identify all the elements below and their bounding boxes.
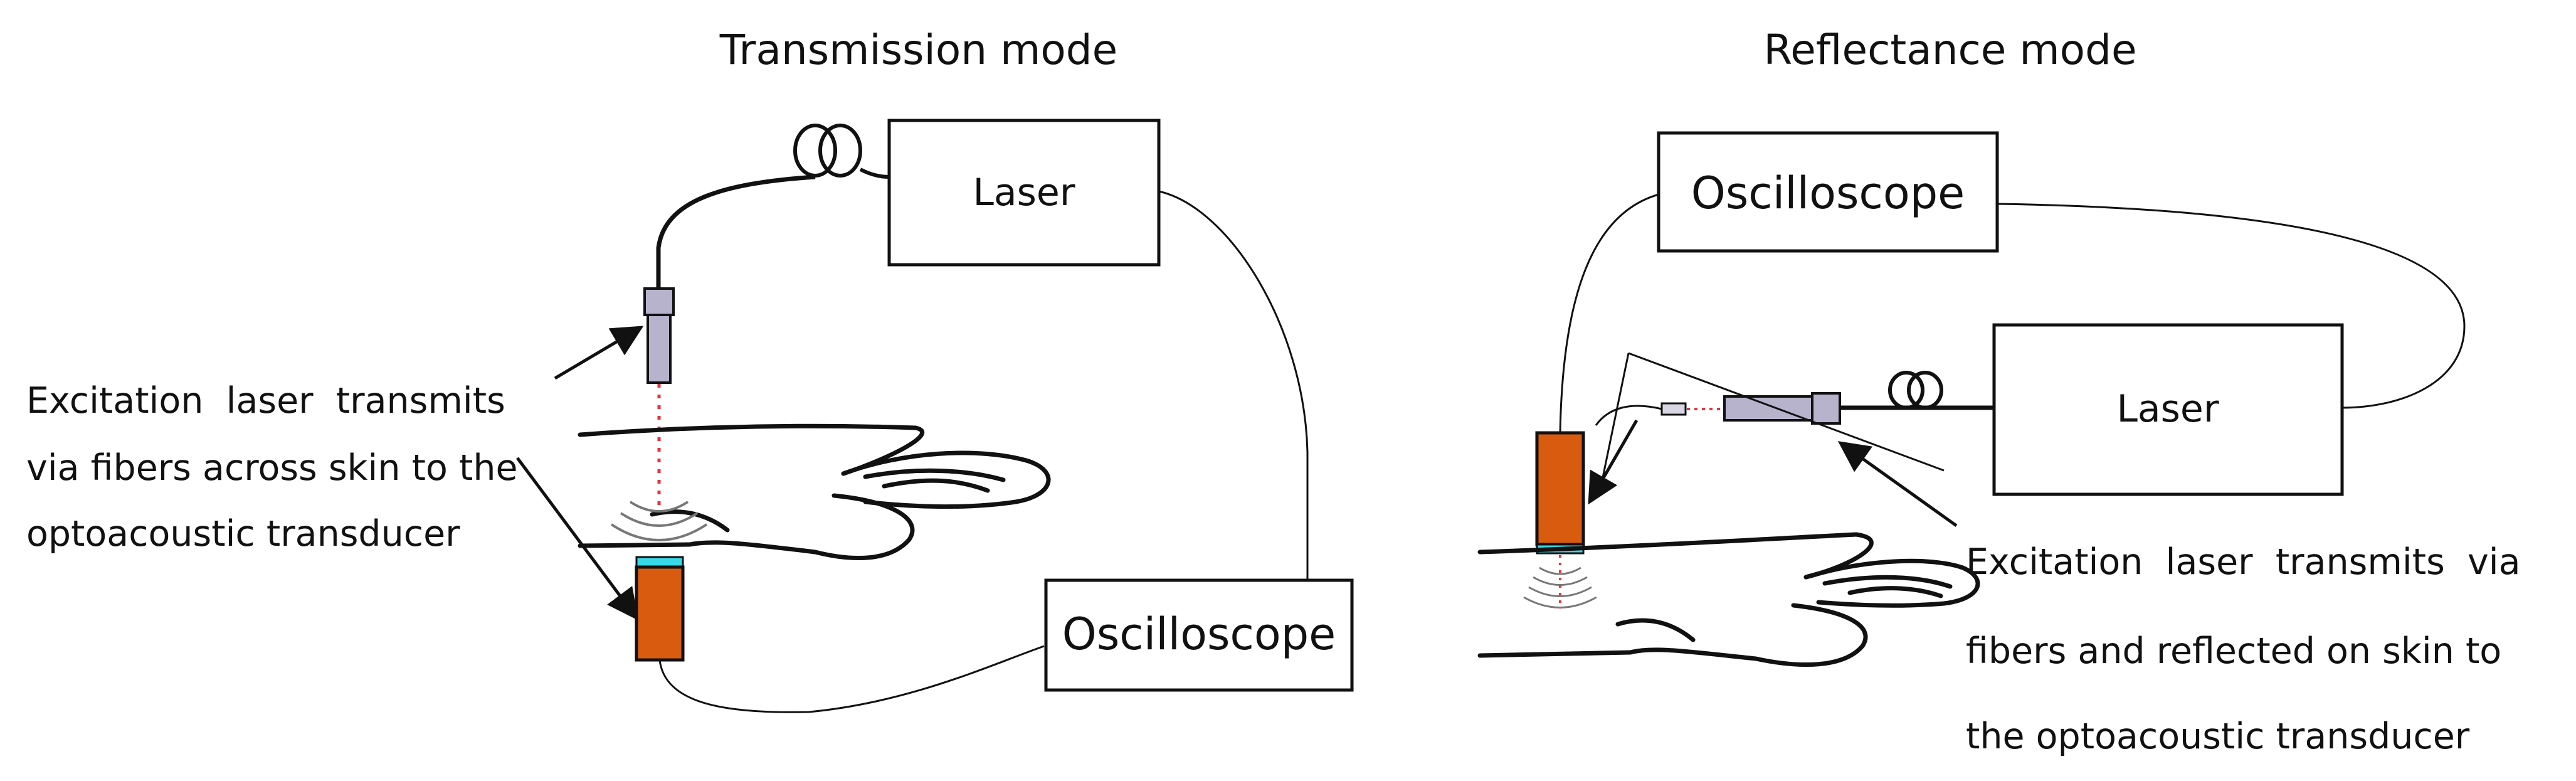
transmission-caption-line-3: optoacoustic transducer	[26, 513, 460, 555]
reflectance-mode-title: Reflectance mode	[1763, 26, 2136, 74]
hand-left	[578, 423, 1051, 561]
transmission-caption-line-1: Excitation laser transmits	[26, 380, 505, 422]
fiber-coil-icon	[793, 124, 890, 179]
oscilloscope-box-right: Oscilloscope	[1657, 131, 1999, 253]
arrow-to-transducer-left	[515, 457, 638, 621]
laser-box-right: Laser	[1992, 323, 2344, 496]
arrow-to-fiber-probe	[554, 326, 644, 380]
arrow-to-transducer-right	[1588, 419, 1639, 505]
reflectance-caption-line-1: Excitation laser transmits via	[1966, 541, 2521, 583]
reflectance-mode-panel: Reflectance mode Oscilloscope Laser	[1477, 26, 2521, 757]
transmission-caption: Excitation laser transmits via fibers ac…	[26, 380, 518, 555]
transmission-mode-title: Transmission mode	[719, 26, 1118, 74]
trigger-cable-left	[1158, 190, 1309, 580]
oscilloscope-box-left: Oscilloscope	[1044, 578, 1354, 692]
trigger-cable-right	[1997, 203, 2466, 409]
transmission-mode-panel: Transmission mode Laser	[26, 26, 1354, 713]
transmission-caption-line-2: via fibers across skin to the	[26, 447, 518, 489]
signal-cable-right	[1559, 193, 1659, 433]
signal-cable-left	[658, 645, 1045, 713]
optical-fiber-left	[656, 174, 816, 292]
optoacoustic-transducer-left	[635, 556, 685, 662]
reflectance-caption-line-3: the optoacoustic transducer	[1966, 716, 2470, 757]
reflectance-caption-line-2: fibers and reflected on skin to	[1966, 630, 2501, 672]
oscilloscope-label-right: Oscilloscope	[1691, 167, 1965, 219]
laser-label-right: Laser	[2116, 387, 2219, 431]
acoustic-waves-left	[610, 501, 708, 541]
reflection-lines	[1598, 352, 1945, 496]
fiber-probe-left	[643, 287, 675, 384]
acoustic-waves-right	[1523, 566, 1597, 608]
optoacoustic-transducer-right	[1535, 431, 1585, 555]
fiber-coil-icon-right	[1888, 371, 1943, 410]
reflectance-caption: Excitation laser transmits via fibers an…	[1966, 541, 2521, 757]
fiber-link-right	[1595, 405, 1662, 426]
hand-right	[1477, 532, 1980, 667]
laser-box-left: Laser	[887, 119, 1161, 267]
oscilloscope-label-left: Oscilloscope	[1062, 608, 1336, 660]
laser-label-left: Laser	[973, 171, 1075, 215]
arrow-to-reflection	[1837, 441, 1958, 528]
